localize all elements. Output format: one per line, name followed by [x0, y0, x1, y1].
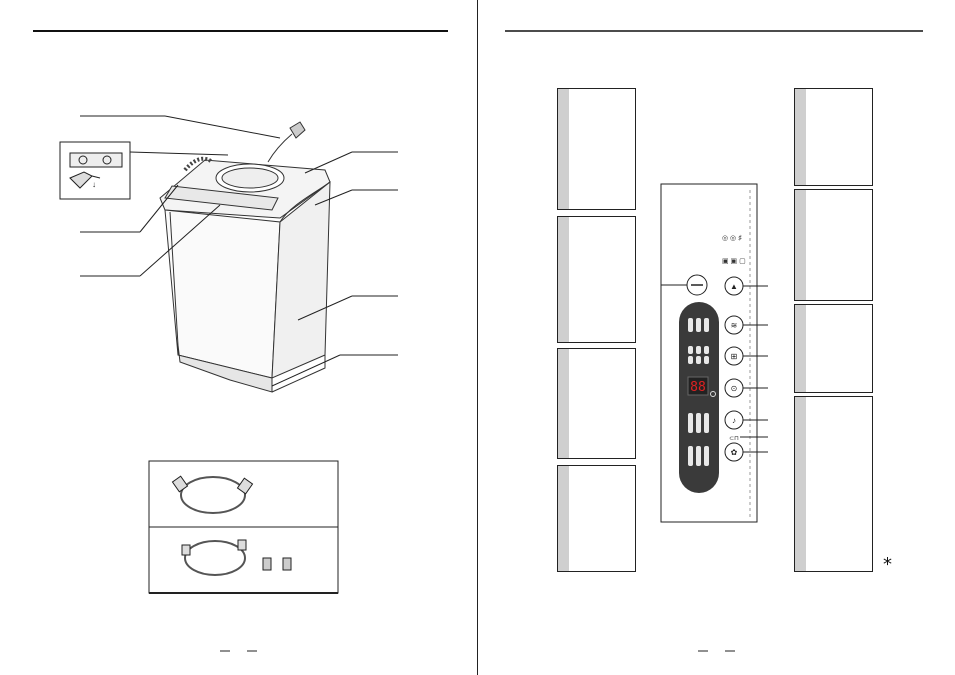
- svg-text:⊞: ⊞: [731, 352, 738, 361]
- svg-text:✿: ✿: [731, 448, 738, 457]
- callout-box-7: [794, 304, 873, 393]
- callout-box-8: [794, 396, 873, 572]
- svg-text:88: 88: [690, 380, 706, 395]
- callout-box-5: [794, 88, 873, 186]
- callout-box-3: [557, 348, 636, 459]
- asterisk-note: *: [883, 554, 892, 575]
- minus-button: [686, 274, 708, 296]
- right-page: ◎ ◎ ♯ ▣ ▣ ▢ ▲ ≋ ⊞ ⊙ ♪ ✿ ⊂⊓: [477, 0, 955, 675]
- left-page: ↓: [0, 0, 477, 675]
- svg-text:◎ ◎ ♯: ◎ ◎ ♯: [722, 235, 742, 242]
- control-panel-illustration: ◎ ◎ ♯ ▣ ▣ ▢ ▲ ≋ ⊞ ⊙ ♪ ✿ ⊂⊓: [505, 30, 923, 652]
- svg-text:≋: ≋: [731, 321, 738, 330]
- accessories-table: [148, 460, 339, 594]
- washing-machine-illustration: ↓: [33, 30, 448, 652]
- svg-text:↓: ↓: [92, 180, 96, 189]
- inset-detail: ↓: [59, 141, 131, 200]
- svg-text:⊂⊓: ⊂⊓: [729, 436, 739, 442]
- right-leaders: [740, 285, 768, 453]
- indicator-icons: ◎ ◎ ♯ ▣ ▣ ▢: [722, 235, 746, 265]
- callout-box-4: [557, 465, 636, 572]
- svg-text:♪: ♪: [732, 416, 736, 425]
- washing-machine: [159, 121, 331, 393]
- callout-box-2: [557, 216, 636, 343]
- display-oval: 88: [679, 302, 719, 493]
- leader-lines: [80, 115, 398, 387]
- callout-box-6: [794, 189, 873, 301]
- callout-box-1: [557, 88, 636, 210]
- svg-text:▣ ▣ ▢: ▣ ▣ ▢: [722, 258, 746, 265]
- svg-text:⊙: ⊙: [731, 384, 738, 393]
- svg-text:▲: ▲: [730, 282, 738, 291]
